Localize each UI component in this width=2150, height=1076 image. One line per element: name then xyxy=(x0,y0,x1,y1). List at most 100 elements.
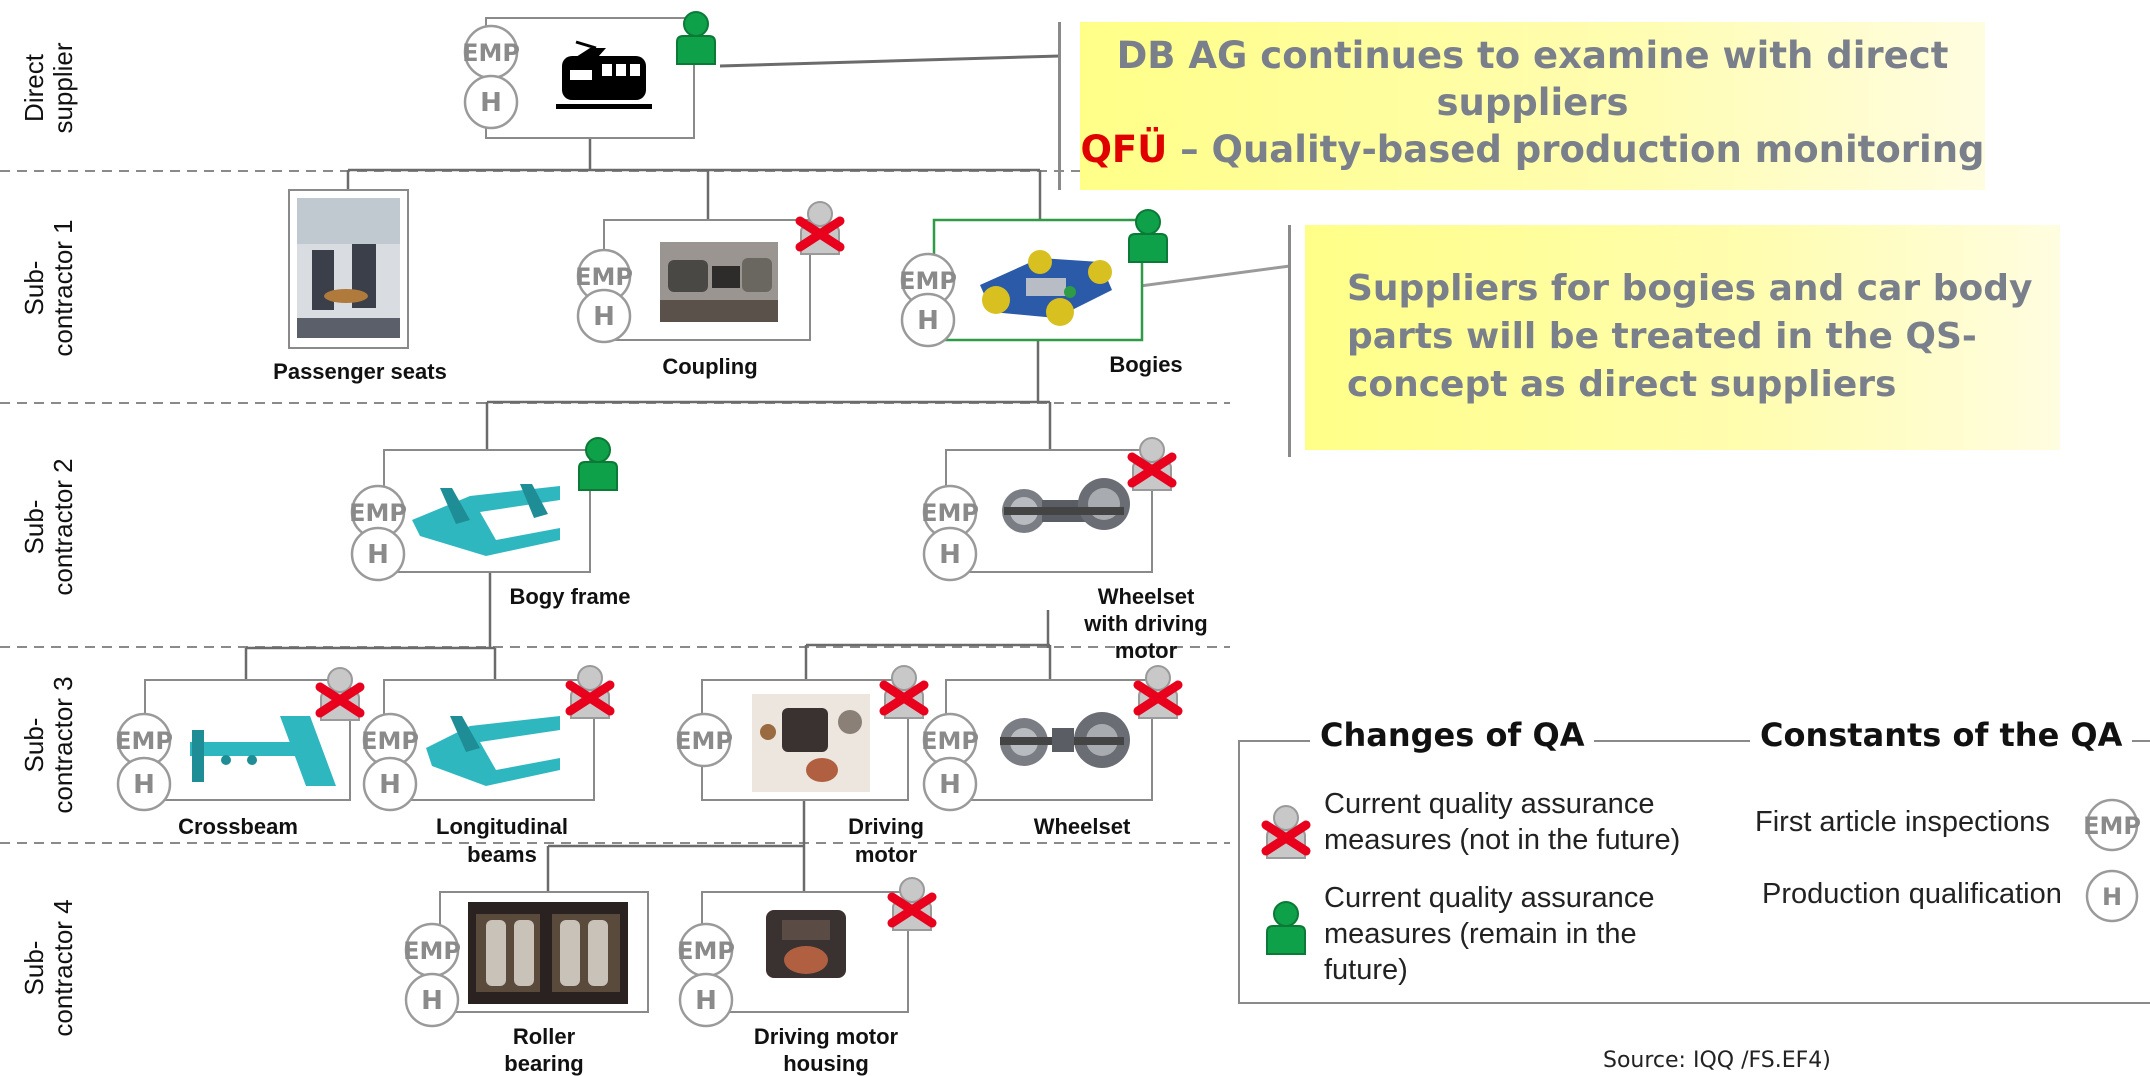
node-passenger-seats xyxy=(288,189,409,349)
wheelset-driving-image xyxy=(1002,478,1130,533)
legend-emp-icon: EMP xyxy=(2084,798,2140,852)
svg-text:EMP: EMP xyxy=(403,937,461,965)
h-icon-roller-bearing: H xyxy=(404,972,460,1028)
longitudinal-beams-image xyxy=(426,716,560,786)
svg-text:H: H xyxy=(939,770,961,800)
callout-bogies-suppliers: Suppliers for bogies and car body parts … xyxy=(1305,225,2060,450)
svg-text:H: H xyxy=(133,770,155,800)
svg-text:EMP: EMP xyxy=(899,267,957,295)
svg-text:H: H xyxy=(939,540,961,570)
h-icon-longitudinal: H xyxy=(362,756,418,812)
emp-icon-wheelset: EMP xyxy=(921,712,979,768)
removed-person-icon-wheelset-driving xyxy=(1132,437,1172,491)
level-label-sub2: Sub- contractor 2 xyxy=(19,458,78,595)
legend-first-article-text: First article inspections xyxy=(1755,806,2050,838)
legend: Changes of QA Constants of the QA Curren… xyxy=(1238,716,2150,1004)
node-train xyxy=(485,17,695,139)
callout2-bar xyxy=(1288,225,1291,457)
node-wheelset-driving xyxy=(945,449,1153,573)
svg-text:Sub-: Sub- xyxy=(19,500,49,555)
source-note: Source: IQQ /FS.EF4) xyxy=(1603,1048,1831,1073)
label-bogy-frame: Bogy frame xyxy=(509,584,630,609)
bogies-image xyxy=(980,250,1112,326)
emp-icon-bogy-frame: EMP xyxy=(349,484,407,540)
label-roller-bearing-1: Roller xyxy=(513,1024,576,1049)
train-icon xyxy=(556,40,652,109)
node-wheelset xyxy=(945,679,1153,801)
driving-motor-housing-image xyxy=(766,910,846,978)
legend-constants-title: Constants of the QA xyxy=(1750,716,2133,754)
svg-text:H: H xyxy=(421,986,443,1016)
svg-text:EMP: EMP xyxy=(2084,812,2140,840)
svg-text:Sub-: Sub- xyxy=(19,718,49,773)
legend-h-icon: H xyxy=(2085,869,2139,923)
callout1-line3: QFÜ – Quality-based production monitorin… xyxy=(1080,128,1985,171)
svg-text:Direct: Direct xyxy=(19,53,49,122)
label-crossbeam: Crossbeam xyxy=(178,814,298,839)
removed-person-icon-wheelset xyxy=(1138,665,1178,719)
legend-green-person-icon xyxy=(1266,901,1306,955)
passenger-seats-image xyxy=(297,198,400,338)
svg-text:H: H xyxy=(379,770,401,800)
label-motor-housing-2: housing xyxy=(783,1051,869,1076)
removed-person-icon-crossbeam xyxy=(320,667,360,721)
callout2-line2: parts will be treated in the QS- xyxy=(1347,316,1977,357)
node-bogy-frame xyxy=(383,449,591,573)
emp-icon-train: EMP xyxy=(462,24,520,80)
h-icon-bogy-frame: H xyxy=(350,526,406,582)
qfu-acronym: QFÜ xyxy=(1080,128,1168,171)
green-person-icon-bogies xyxy=(1128,209,1168,263)
svg-text:Sub-: Sub- xyxy=(19,261,49,316)
label-motor-housing-1: Driving motor xyxy=(754,1024,899,1049)
crossbeam-image xyxy=(190,716,336,786)
h-icon-wheelset-driving: H xyxy=(922,526,978,582)
svg-text:supplier: supplier xyxy=(48,42,78,133)
svg-text:EMP: EMP xyxy=(115,727,173,755)
svg-text:EMP: EMP xyxy=(462,39,520,67)
callout-direct-suppliers: DB AG continues to examine with direct s… xyxy=(1080,22,1985,190)
emp-icon-crossbeam: EMP xyxy=(115,712,173,768)
wheelset-image xyxy=(1000,712,1130,768)
callout1-line1: DB AG continues to examine with direct xyxy=(1116,34,1949,77)
svg-text:contractor 3: contractor 3 xyxy=(48,676,78,813)
node-driving-motor xyxy=(701,679,909,801)
legend-not-future-text: Current quality assurance measures (not … xyxy=(1324,788,1681,856)
label-longitudinal-1: Longitudinal xyxy=(436,814,568,839)
label-coupling: Coupling xyxy=(662,354,757,379)
svg-text:H: H xyxy=(917,306,939,336)
removed-person-icon-coupling xyxy=(800,201,840,255)
svg-text:EMP: EMP xyxy=(921,727,979,755)
node-driving-motor-housing xyxy=(701,891,909,1013)
green-person-icon-bogy-frame xyxy=(578,437,618,491)
level-label-sub1: Sub- contractor 1 xyxy=(19,219,78,356)
label-longitudinal-2: beams xyxy=(467,842,537,867)
removed-person-icon-longitudinal xyxy=(570,665,610,719)
level-label-sub3: Sub- contractor 3 xyxy=(19,676,78,813)
svg-text:EMP: EMP xyxy=(677,937,735,965)
removed-person-icon-motor-housing xyxy=(892,877,932,931)
svg-text:H: H xyxy=(367,540,389,570)
level-label-sub4: Sub- contractor 4 xyxy=(19,899,78,1036)
level-label-direct: Direct supplier xyxy=(19,42,78,133)
node-longitudinal-beams xyxy=(383,679,595,801)
h-icon-wheelset: H xyxy=(922,756,978,812)
node-coupling xyxy=(603,219,811,341)
svg-text:H: H xyxy=(593,302,615,332)
legend-remain-text: Current quality assurance measures (rema… xyxy=(1324,882,1655,986)
label-driving-motor-1: Driving xyxy=(848,814,924,839)
svg-text:H: H xyxy=(480,88,502,118)
emp-icon-bogies: EMP xyxy=(899,252,957,308)
svg-text:EMP: EMP xyxy=(675,727,733,755)
label-driving-motor-2: motor xyxy=(855,842,918,867)
legend-production-text: Production qualification xyxy=(1762,878,2062,910)
coupling-image xyxy=(660,242,778,322)
svg-text:H: H xyxy=(695,986,717,1016)
emp-icon-driving-motor: EMP xyxy=(675,712,733,768)
label-wheelset-driving-3: motor xyxy=(1115,638,1178,663)
node-labels: Passenger seats Coupling Bogies Bogy fra… xyxy=(178,352,1208,1076)
svg-text:Sub-: Sub- xyxy=(19,941,49,996)
label-roller-bearing-2: bearing xyxy=(504,1051,583,1076)
label-wheelset: Wheelset xyxy=(1034,814,1131,839)
emp-icon-roller-bearing: EMP xyxy=(403,922,461,978)
